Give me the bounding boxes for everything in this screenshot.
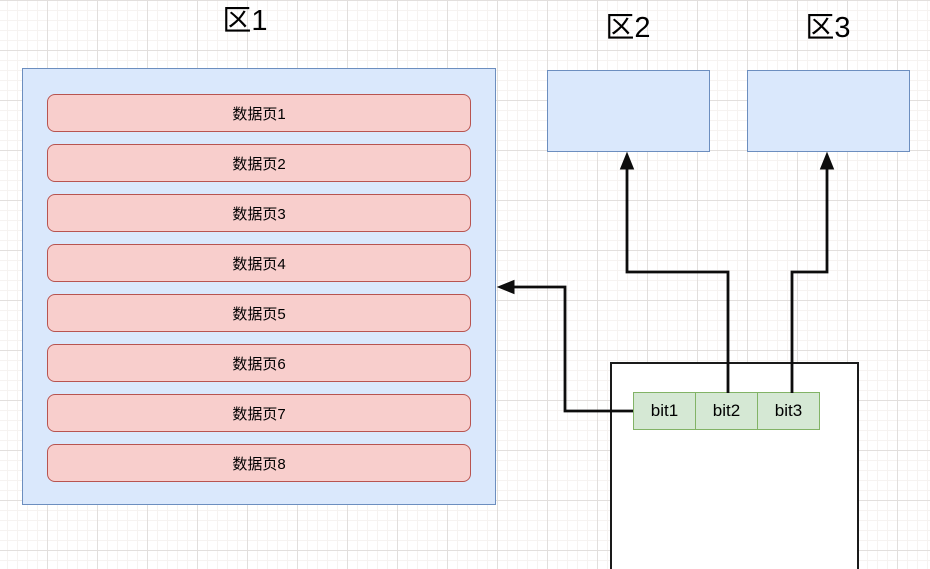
arrow-bit3-to-zone3 — [790, 151, 835, 393]
bit-cell: bit2 — [695, 392, 758, 430]
zone2-title: 区2 — [605, 12, 651, 44]
bit-cell: bit1 — [633, 392, 696, 430]
zone2-box — [547, 70, 710, 152]
data-page: 数据页1 — [47, 94, 471, 132]
arrow-bit2-to-zone2 — [619, 151, 730, 393]
data-page: 数据页7 — [47, 394, 471, 432]
zone3-title: 区3 — [805, 12, 851, 44]
data-page: 数据页6 — [47, 344, 471, 382]
bit-cell: bit3 — [757, 392, 820, 430]
data-page: 数据页3 — [47, 194, 471, 232]
zone3-box — [747, 70, 910, 152]
zone1-title: 区1 — [222, 5, 268, 37]
data-page: 数据页2 — [47, 144, 471, 182]
zone1-container: 数据页1 数据页2 数据页3 数据页4 数据页5 数据页6 数据页7 数据页8 — [22, 68, 496, 505]
data-page: 数据页5 — [47, 294, 471, 332]
data-page: 数据页4 — [47, 244, 471, 282]
data-page: 数据页8 — [47, 444, 471, 482]
